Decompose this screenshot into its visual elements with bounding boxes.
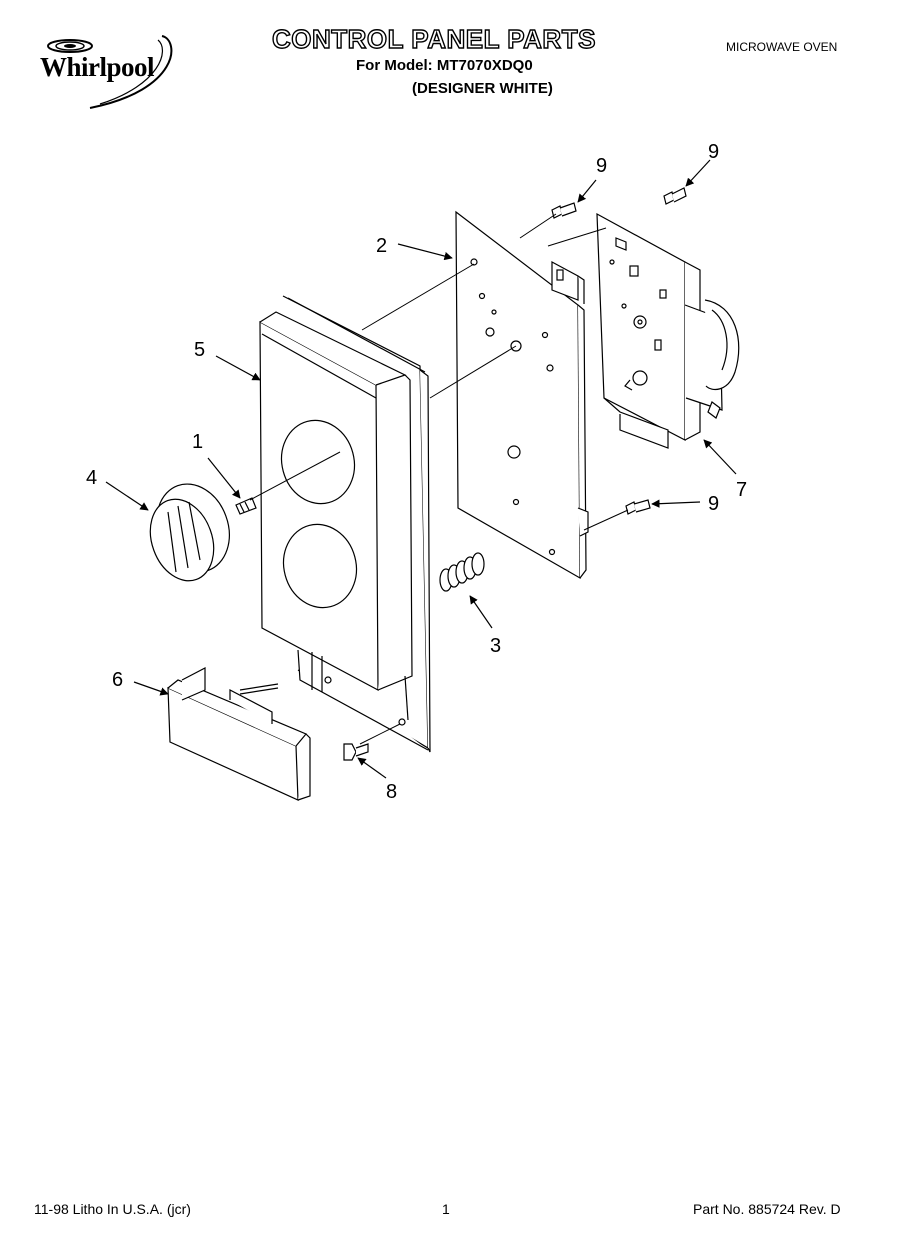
print-info: 11-98 Litho In U.S.A. (jcr) bbox=[34, 1201, 191, 1217]
leader-arrow-9b bbox=[685, 159, 711, 187]
callout-6: 6 bbox=[112, 669, 123, 691]
page-title: CONTROL PANEL PARTS bbox=[271, 23, 596, 54]
callout-9-lower: 9 bbox=[708, 493, 719, 515]
callout-5: 5 bbox=[194, 339, 205, 361]
leader-arrow-6 bbox=[133, 681, 169, 696]
callout-3: 3 bbox=[490, 635, 501, 657]
screw-part-9-upper-timer bbox=[663, 187, 687, 205]
page-number: 1 bbox=[442, 1201, 450, 1217]
leader-arrow-9c bbox=[651, 499, 701, 508]
leader-arrow-7 bbox=[703, 439, 737, 475]
latch-button-part-6 bbox=[167, 667, 311, 801]
model-variant: (DESIGNER WHITE) bbox=[412, 80, 553, 97]
clip-part-1 bbox=[235, 497, 257, 515]
part-number: Part No. 885724 Rev. D bbox=[693, 1201, 841, 1217]
callout-1: 1 bbox=[192, 431, 203, 453]
screw-part-9-lower bbox=[625, 499, 651, 515]
callout-2: 2 bbox=[376, 235, 387, 257]
brand-name: Whirlpool bbox=[40, 52, 155, 82]
leader-arrow-3 bbox=[469, 595, 493, 629]
callout-9-upper-timer: 9 bbox=[708, 141, 719, 163]
product-category: MICROWAVE OVEN bbox=[726, 40, 838, 54]
leader-arrow-4 bbox=[105, 481, 149, 511]
screw-part-8 bbox=[343, 743, 369, 761]
leader-arrow-9a bbox=[577, 179, 597, 203]
spring-part-3 bbox=[439, 552, 485, 592]
leader-arrow-2 bbox=[397, 243, 453, 261]
knob-part-4 bbox=[149, 483, 230, 582]
callout-7: 7 bbox=[736, 479, 747, 501]
model-line: For Model: MT7070XDQ0 bbox=[356, 57, 533, 74]
control-panel-part-5 bbox=[259, 295, 431, 753]
callout-8: 8 bbox=[386, 781, 397, 803]
callout-4: 4 bbox=[86, 467, 97, 489]
leader-arrow-8 bbox=[357, 757, 387, 779]
whirlpool-swirl-icon bbox=[47, 35, 173, 109]
leader-arrow-1 bbox=[207, 457, 241, 499]
timer-assembly-part-7 bbox=[596, 212, 740, 449]
callout-9-upper-plate: 9 bbox=[596, 155, 607, 177]
alignment-lines bbox=[249, 213, 629, 745]
leader-arrow-5 bbox=[215, 355, 261, 381]
mounting-plate-part-2 bbox=[455, 210, 589, 580]
screw-part-9-upper-plate bbox=[551, 202, 577, 219]
